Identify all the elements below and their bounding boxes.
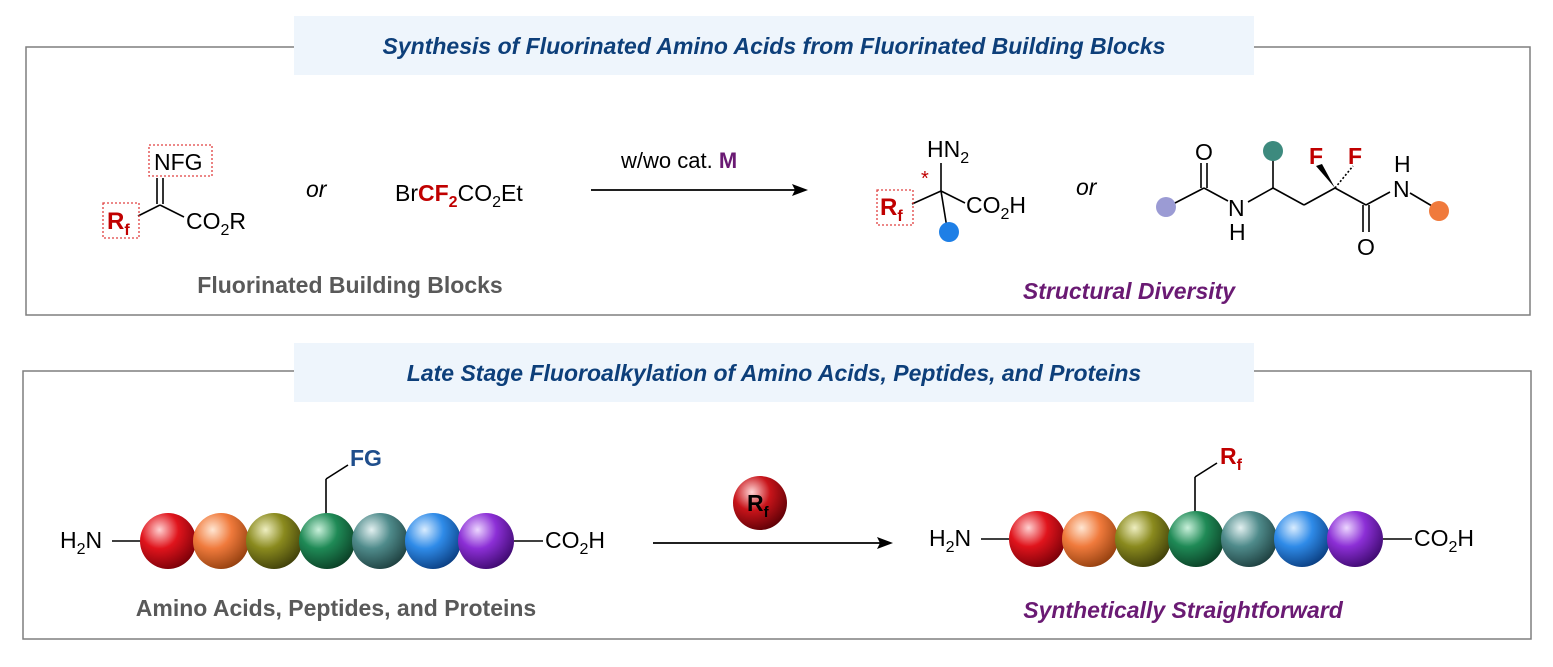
side-chain-branch-left [325,464,349,480]
residue-bead-4-right [1168,511,1224,567]
peptide-chain-right: H2N Rf CO2H [929,443,1474,567]
residue-bead-2-right [1062,511,1118,567]
residue-bead-6 [405,513,461,569]
c-terminus-label-right: CO2H [1414,525,1474,556]
c-terminus-label-left: CO2H [545,527,605,558]
bond-carbonyl-to-nh [1203,187,1229,202]
bond-carbonyl-to-nh-2 [1365,191,1391,206]
residue-bead-1-right [1009,511,1065,567]
hash-bond-f2 [1334,165,1354,189]
fluorinated-amino-acid-structure: HN2 * Rf CO2H [876,136,1026,242]
panel2-title: Late Stage Fluoroalkylation of Amino Aci… [407,360,1141,386]
imino-ester-structure: NFG Rf CO2R [102,144,246,239]
catalyst-condition: w/wo cat. M [620,148,737,173]
residue-bead-7 [458,513,514,569]
oxygen-label-2: O [1357,234,1375,260]
functional-group-label: FG [350,445,382,471]
nitrogen-label-2: N [1393,176,1410,202]
or-label-2: or [1076,174,1098,200]
residue-bead-2 [193,513,249,569]
fluoroalkyl-label: Rf [1220,443,1243,474]
residue-bead-4 [299,513,355,569]
bead-orange [1429,201,1449,221]
n-terminus-label-left: H2N [60,527,102,558]
bromodifluoroacetate-formula: BrCF2CO2Et [395,180,523,211]
caption-structural-diversity: Structural Diversity [1023,278,1236,304]
bond-alpha-to-rf [911,190,942,205]
nfg-label: NFG [154,149,203,175]
side-chain-bead-blue [939,222,959,242]
fluorine-label-1: F [1309,143,1323,169]
bead-teal [1263,141,1283,161]
nitrogen-label-1: N [1228,195,1245,221]
residue-bead-6-right [1274,511,1330,567]
nfg-highlight-box [148,144,213,177]
fluorine-label-2: F [1348,143,1362,169]
peptide-chain-left: H2N FG CO2H [60,445,605,569]
difluoro-peptide-structure: O N H F F O H N [1156,139,1449,260]
rf-reagent-sphere [733,476,787,530]
bead-lavender [1156,197,1176,217]
residue-bead-7-right [1327,511,1383,567]
stereocenter-star: * [921,168,929,190]
oxygen-label-1: O [1195,139,1213,165]
bond-nh-to-ch [1247,187,1274,203]
residue-bead-3-right [1115,511,1171,567]
amino-group-label: HN2 [927,136,969,167]
panel-building-blocks: Synthesis of Fluorinated Amino Acids fro… [25,16,1531,316]
bond-to-rf [137,204,161,217]
residue-bead-1 [140,513,196,569]
caption-synthetically-straightforward: Synthetically Straightforward [1023,597,1343,623]
bond-cf2-to-carbonyl [1334,187,1367,206]
bond-alpha-to-acid [940,190,966,204]
bond-alpha-to-substituent [940,190,948,229]
carboxylic-acid-label: CO2H [966,192,1026,223]
bond-bead-to-carbonyl [1174,187,1205,204]
residue-bead-3 [246,513,302,569]
product-rf-highlight-box [876,189,914,226]
bond-ch2-to-cf2 [1303,187,1336,206]
side-chain-branch-right [1194,462,1218,478]
caption-building-blocks: Fluorinated Building Blocks [197,272,502,298]
bond-nh-to-bead [1409,192,1433,207]
or-label-1: or [306,176,328,202]
nh-hydrogen-1: H [1229,219,1246,245]
rf-reagent-label: Rf [747,490,770,521]
residue-bead-5-right [1221,511,1277,567]
reaction-arrow-1-head [792,184,808,196]
panel-late-stage: Late Stage Fluoroalkylation of Amino Aci… [22,343,1532,640]
nh-hydrogen-2: H [1394,151,1411,177]
rf-highlight-box [102,202,140,239]
bond-ch-to-ch2 [1272,187,1305,206]
residue-bead-5 [352,513,408,569]
rf-label: Rf [107,208,130,239]
bond-to-ester [159,204,185,218]
ester-label: CO2R [186,208,246,239]
wedge-bond-f1 [1316,164,1335,188]
n-terminus-label-right: H2N [929,525,971,556]
panel2-banner [294,343,1254,402]
reaction-arrow-2-head [877,537,893,549]
caption-amino-acids: Amino Acids, Peptides, and Proteins [136,595,536,621]
panel1-title: Synthesis of Fluorinated Amino Acids fro… [383,33,1166,59]
panel1-banner [294,16,1254,75]
product-rf-label: Rf [880,194,903,225]
